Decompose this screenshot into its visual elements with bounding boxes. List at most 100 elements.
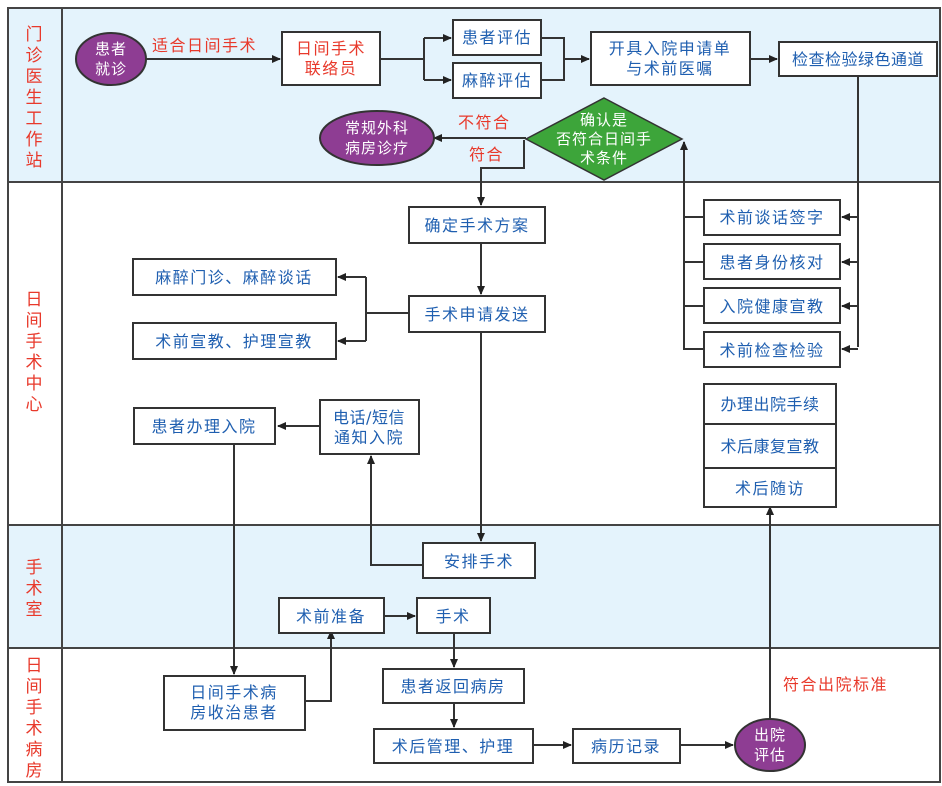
svg-text:与术前医嘱: 与术前医嘱 xyxy=(626,59,714,78)
node-preop-consent[interactable]: 术前谈话签字 xyxy=(703,199,841,236)
node-ward-admit[interactable]: 日间手术病 房收治患者 xyxy=(163,675,306,731)
svg-text:工: 工 xyxy=(26,109,43,129)
edge-label-meet-discharge: 符合出院标准 xyxy=(783,675,888,694)
lane-label-ward: 日 间 手 术 病 房 xyxy=(26,656,43,781)
node-identity-check[interactable]: 患者身份核对 xyxy=(703,243,841,280)
regular-surgery-shape xyxy=(319,110,435,166)
svg-text:日间手术: 日间手术 xyxy=(296,39,366,58)
svg-text:医: 医 xyxy=(26,67,43,87)
svg-text:患者: 患者 xyxy=(95,40,127,58)
node-discharge-stack: 办理出院手续 术后康复宣教 术后随访 xyxy=(703,383,837,508)
edge-decision-to-plan xyxy=(477,140,525,206)
node-patient-visit[interactable]: 患者 就诊 xyxy=(75,32,147,86)
svg-text:术前谈话签字: 术前谈话签字 xyxy=(719,208,824,227)
connectors xyxy=(146,34,859,749)
node-regular-surgery[interactable]: 常规外科 病房诊疗 xyxy=(319,110,435,166)
svg-text:手: 手 xyxy=(26,332,43,352)
node-preop-tests[interactable]: 术前检查检验 xyxy=(703,331,841,368)
svg-text:术前检查检验: 术前检查检验 xyxy=(719,341,824,360)
svg-text:诊: 诊 xyxy=(26,46,43,66)
svg-text:办理出院手续: 办理出院手续 xyxy=(720,395,819,414)
svg-text:站: 站 xyxy=(26,151,43,171)
node-phone-notice[interactable]: 电话/短信 通知入院 xyxy=(319,399,420,455)
svg-text:安排手术: 安排手术 xyxy=(444,552,514,571)
node-surgery[interactable]: 手术 xyxy=(416,597,491,634)
svg-text:就诊: 就诊 xyxy=(95,60,127,78)
node-medical-record[interactable]: 病历记录 xyxy=(572,728,681,764)
node-followup[interactable]: 术后随访 xyxy=(703,467,837,508)
node-anesthesia-clinic[interactable]: 麻醉门诊、麻醉谈话 xyxy=(132,258,337,296)
node-green-channel[interactable]: 检查检验绿色通道 xyxy=(778,41,938,77)
svg-text:间: 间 xyxy=(26,311,43,331)
svg-text:房: 房 xyxy=(26,761,43,781)
edge-ward-to-prep xyxy=(305,630,335,702)
svg-text:患者返回病房: 患者返回病房 xyxy=(400,677,505,696)
node-patient-eval[interactable]: 患者评估 xyxy=(452,19,542,56)
svg-text:患者身份核对: 患者身份核对 xyxy=(719,253,824,272)
svg-text:手术: 手术 xyxy=(435,607,470,626)
decision-shape xyxy=(524,97,684,181)
svg-text:门: 门 xyxy=(26,25,43,45)
edge-schedule-to-phone xyxy=(367,455,423,566)
svg-text:入院健康宣教: 入院健康宣教 xyxy=(719,297,824,316)
svg-text:通知入院: 通知入院 xyxy=(334,428,404,447)
node-coordinator[interactable]: 日间手术 联络员 xyxy=(281,31,381,86)
svg-text:否符合日间手: 否符合日间手 xyxy=(556,130,652,148)
node-anesthesia-eval[interactable]: 麻醉评估 xyxy=(452,62,542,99)
node-discharge-procedures[interactable]: 办理出院手续 xyxy=(703,383,837,425)
node-surgery-plan[interactable]: 确定手术方案 xyxy=(408,206,546,244)
node-health-education[interactable]: 入院健康宣教 xyxy=(703,287,841,324)
svg-text:中: 中 xyxy=(26,374,43,394)
svg-text:心: 心 xyxy=(26,395,43,415)
svg-text:室: 室 xyxy=(26,600,43,620)
node-decision[interactable]: 确认是 否符合日间手 术条件 xyxy=(524,97,684,181)
node-discharge-eval[interactable]: 出院 评估 xyxy=(734,718,806,772)
svg-text:术: 术 xyxy=(26,353,43,373)
svg-text:常规外科: 常规外科 xyxy=(345,119,409,137)
svg-text:手: 手 xyxy=(26,558,43,578)
svg-text:麻醉评估: 麻醉评估 xyxy=(462,71,532,90)
svg-text:确认是: 确认是 xyxy=(580,111,628,129)
node-schedule-surgery[interactable]: 安排手术 xyxy=(422,542,536,579)
svg-text:术: 术 xyxy=(26,719,43,739)
svg-text:手术申请发送: 手术申请发送 xyxy=(424,305,529,324)
svg-text:术后管理、护理: 术后管理、护理 xyxy=(392,737,515,756)
lane-label-day-surgery-center: 日 间 手 术 中 心 xyxy=(26,290,43,415)
svg-text:术前准备: 术前准备 xyxy=(296,607,366,626)
node-return-ward[interactable]: 患者返回病房 xyxy=(382,668,525,704)
svg-text:手: 手 xyxy=(26,698,43,718)
svg-text:开具入院申请单: 开具入院申请单 xyxy=(609,39,732,58)
svg-text:术: 术 xyxy=(26,579,43,599)
node-preop-prep[interactable]: 术前准备 xyxy=(278,597,385,634)
svg-text:日: 日 xyxy=(26,656,43,676)
svg-text:术前宣教、护理宣教: 术前宣教、护理宣教 xyxy=(155,332,313,351)
svg-text:患者办理入院: 患者办理入院 xyxy=(151,417,256,436)
lane-label-outpatient: 门 诊 医 生 工 作 站 xyxy=(26,25,43,171)
node-preop-education[interactable]: 术前宣教、护理宣教 xyxy=(132,322,337,360)
node-rehab-education[interactable]: 术后康复宣教 xyxy=(703,423,837,469)
svg-text:出院: 出院 xyxy=(754,726,786,744)
edge-label-not-meet: 不符合 xyxy=(458,113,511,132)
svg-text:术条件: 术条件 xyxy=(580,149,628,167)
svg-text:术后康复宣教: 术后康复宣教 xyxy=(720,437,819,456)
node-postop-care[interactable]: 术后管理、护理 xyxy=(373,728,534,764)
node-admission-process[interactable]: 患者办理入院 xyxy=(133,407,276,445)
svg-text:日间手术病: 日间手术病 xyxy=(190,683,278,702)
svg-text:术后随访: 术后随访 xyxy=(735,479,805,498)
edge-collector-left xyxy=(683,216,704,350)
svg-text:检查检验绿色通道: 检查检验绿色通道 xyxy=(792,50,924,69)
svg-text:间: 间 xyxy=(26,677,43,697)
svg-text:麻醉门诊、麻醉谈话: 麻醉门诊、麻醉谈话 xyxy=(155,268,313,287)
edge-label-meet: 符合 xyxy=(469,145,504,164)
svg-text:日: 日 xyxy=(26,290,43,310)
edge-label-suitable: 适合日间手术 xyxy=(152,36,257,55)
svg-text:作: 作 xyxy=(26,130,43,150)
lane-label-operating-room: 手 术 室 xyxy=(26,558,43,620)
patient-visit-shape xyxy=(75,32,147,86)
svg-text:病房诊疗: 病房诊疗 xyxy=(345,139,409,157)
discharge-eval-shape xyxy=(734,718,806,772)
svg-text:电话/短信: 电话/短信 xyxy=(333,408,405,427)
svg-text:生: 生 xyxy=(26,88,43,108)
node-surgery-request[interactable]: 手术申请发送 xyxy=(408,295,546,333)
node-admission-order[interactable]: 开具入院申请单 与术前医嘱 xyxy=(590,31,751,86)
